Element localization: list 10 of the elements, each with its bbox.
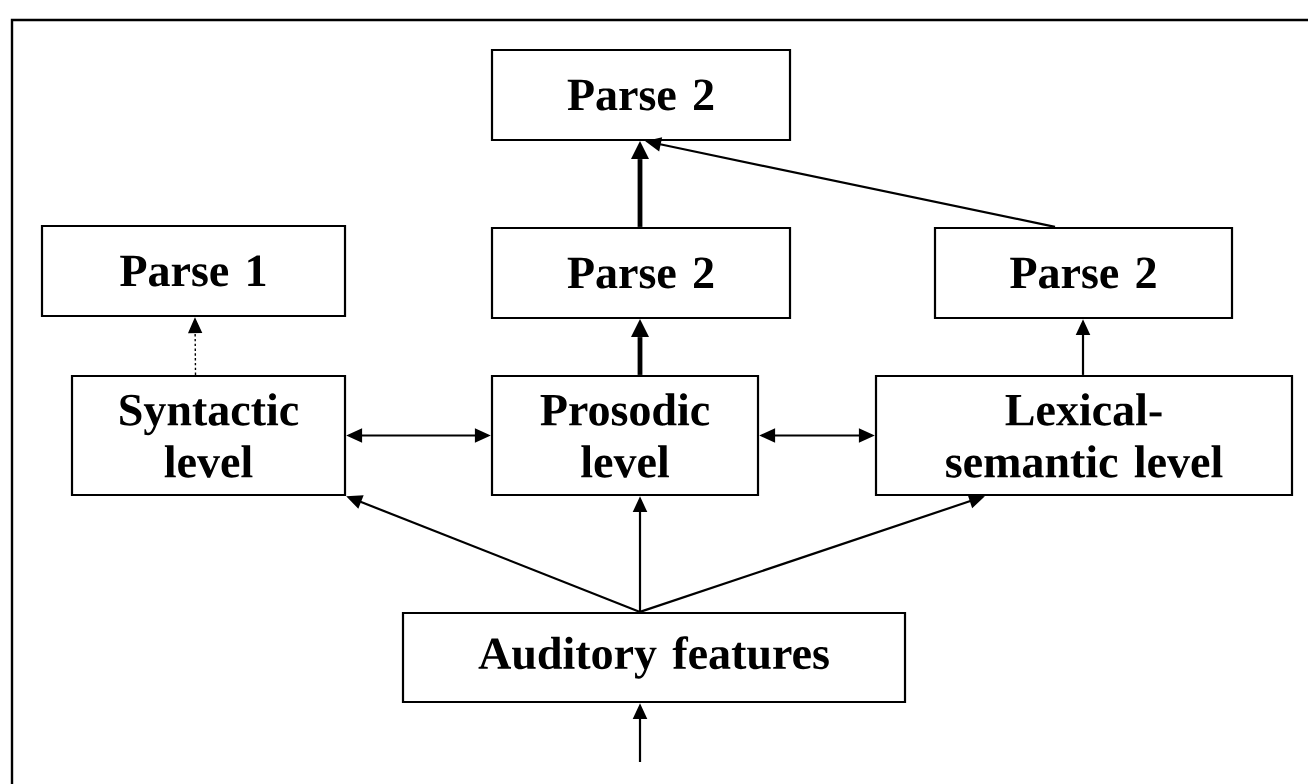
arrow: [631, 141, 649, 227]
box: Syntactic level: [70, 374, 347, 497]
arrow: [631, 319, 649, 375]
box: Prosodic level: [490, 374, 760, 497]
box: Lexical-semantic level: [874, 374, 1294, 497]
box: Parse 1: [40, 224, 347, 318]
box: Auditory features: [401, 611, 907, 704]
box: Parse 2: [490, 48, 792, 142]
box: Parse 2: [933, 226, 1234, 320]
box: Parse 2: [490, 226, 792, 320]
